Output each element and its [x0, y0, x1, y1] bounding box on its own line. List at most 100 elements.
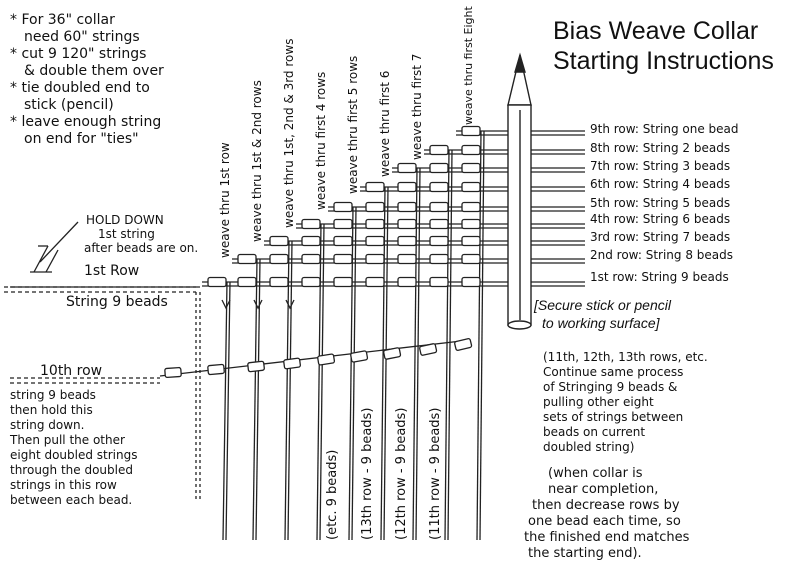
tenth-row-label: 10th row	[40, 363, 103, 379]
arrow	[253, 299, 263, 310]
tenth-line: then hold this	[10, 403, 93, 417]
bead	[317, 353, 336, 366]
bead	[429, 201, 449, 213]
note-line: on end for "ties"	[24, 131, 139, 147]
end-note: (when collar is near completion, then de…	[524, 466, 689, 562]
bead	[461, 253, 481, 265]
bead	[461, 235, 481, 247]
hanging-string	[222, 281, 228, 541]
tenth-line: eight doubled strings	[10, 448, 138, 462]
string-9-beads-label: String 9 beads	[66, 294, 168, 310]
row-label-1: 1st row: String 9 beads	[590, 270, 729, 284]
bead	[350, 350, 369, 363]
bead	[397, 235, 417, 247]
bead	[397, 162, 417, 174]
end-line: then decrease rows by	[532, 498, 680, 513]
hanging-string	[287, 240, 293, 541]
hanging-string	[380, 186, 386, 541]
bead	[461, 162, 481, 174]
title-line-2: Starting Instructions	[553, 47, 774, 75]
continue-note: (11th, 12th, 13th rows, etc. Continue sa…	[543, 350, 708, 455]
hold-down-marks	[4, 221, 201, 500]
bead	[429, 253, 449, 265]
bead	[461, 125, 481, 137]
note-line: stick (pencil)	[24, 97, 114, 113]
secure-line: to working surface]	[542, 315, 660, 331]
row-label-5: 5th row: String 5 beads	[590, 196, 731, 210]
title-line-1: Bias Weave Collar	[553, 17, 759, 45]
bead	[237, 276, 257, 288]
tenth-line: string down.	[10, 418, 85, 432]
continue-line: sets of strings between	[543, 410, 684, 424]
bead	[429, 276, 449, 288]
bead	[454, 337, 473, 351]
continue-line: pulling other eight	[543, 395, 654, 409]
hold-line: after beads are on.	[84, 241, 199, 255]
bead	[333, 218, 353, 230]
tenth-line: Then pull the other	[10, 433, 125, 447]
tenth-line: strings in this row	[10, 478, 117, 492]
bead	[333, 201, 353, 213]
note-line: & double them over	[24, 63, 164, 79]
hanging-string	[319, 223, 325, 541]
row-label-7: 7th row: String 3 beads	[590, 159, 731, 173]
first-row-label: 1st Row	[84, 263, 140, 279]
hold-line: 1st string	[98, 227, 155, 241]
bead	[283, 357, 301, 370]
row-label-8: 8th row: String 2 beads	[590, 141, 731, 155]
weave-label-1: weave thru 1st row	[218, 142, 232, 258]
bead	[301, 235, 321, 247]
bead	[333, 235, 353, 247]
end-line: the finished end matches	[524, 530, 690, 545]
tenth-line: string 9 beads	[10, 388, 96, 402]
bead	[333, 253, 353, 265]
secure-note: [Secure stick or pencil to working surfa…	[534, 296, 671, 332]
bead	[429, 162, 449, 174]
tenth-row-note: string 9 beads then hold this string dow…	[10, 388, 138, 508]
end-line: one bead each time, so	[528, 514, 681, 529]
hanging-string	[383, 186, 389, 541]
continue-line: of Stringing 9 beads &	[543, 380, 678, 394]
hanging-string	[351, 206, 357, 541]
bead	[365, 181, 385, 193]
bead	[365, 276, 385, 288]
end-line: near completion,	[548, 482, 659, 497]
bead	[301, 218, 321, 230]
tenth-line: through the doubled	[10, 463, 133, 477]
row-label-3: 3rd row: String 7 beads	[590, 230, 731, 244]
weave-label-5: weave thru first 5 rows	[346, 55, 360, 194]
hanging-string	[447, 149, 453, 541]
weave-label-2: weave thru 1st & 2nd rows	[250, 80, 264, 242]
hanging-string	[444, 149, 450, 541]
hold-line: HOLD DOWN	[86, 213, 164, 227]
bead	[365, 218, 385, 230]
row-label-6: 6th row: String 4 beads	[590, 177, 731, 191]
note-line: * For 36" collar	[10, 12, 115, 28]
bead	[365, 253, 385, 265]
arrow	[285, 299, 295, 310]
continue-line: doubled string)	[543, 440, 635, 454]
bead	[365, 235, 385, 247]
bead	[333, 276, 353, 288]
bead	[461, 181, 481, 193]
bead	[461, 218, 481, 230]
hanging-string	[479, 130, 485, 541]
vertical-note-etc: (etc. 9 beads)	[325, 449, 340, 540]
tenth-line: between each bead.	[10, 493, 133, 507]
secure-line: [Secure stick or pencil	[534, 297, 671, 313]
bead	[383, 347, 402, 360]
weave-label-6: weave thru first 6	[378, 70, 392, 177]
bead	[237, 253, 257, 265]
continue-line: (11th, 12th, 13th rows, etc.	[543, 350, 708, 364]
bead	[429, 144, 449, 156]
bead	[461, 276, 481, 288]
hanging-string	[284, 240, 290, 541]
bead	[301, 276, 321, 288]
note-line: * cut 9 120" strings	[10, 46, 147, 62]
hanging-string	[415, 167, 421, 541]
diagram-title: Bias Weave Collar Starting Instructions	[553, 16, 774, 76]
continue-line: beads on current	[543, 425, 646, 439]
bead	[269, 235, 289, 247]
bead	[429, 218, 449, 230]
